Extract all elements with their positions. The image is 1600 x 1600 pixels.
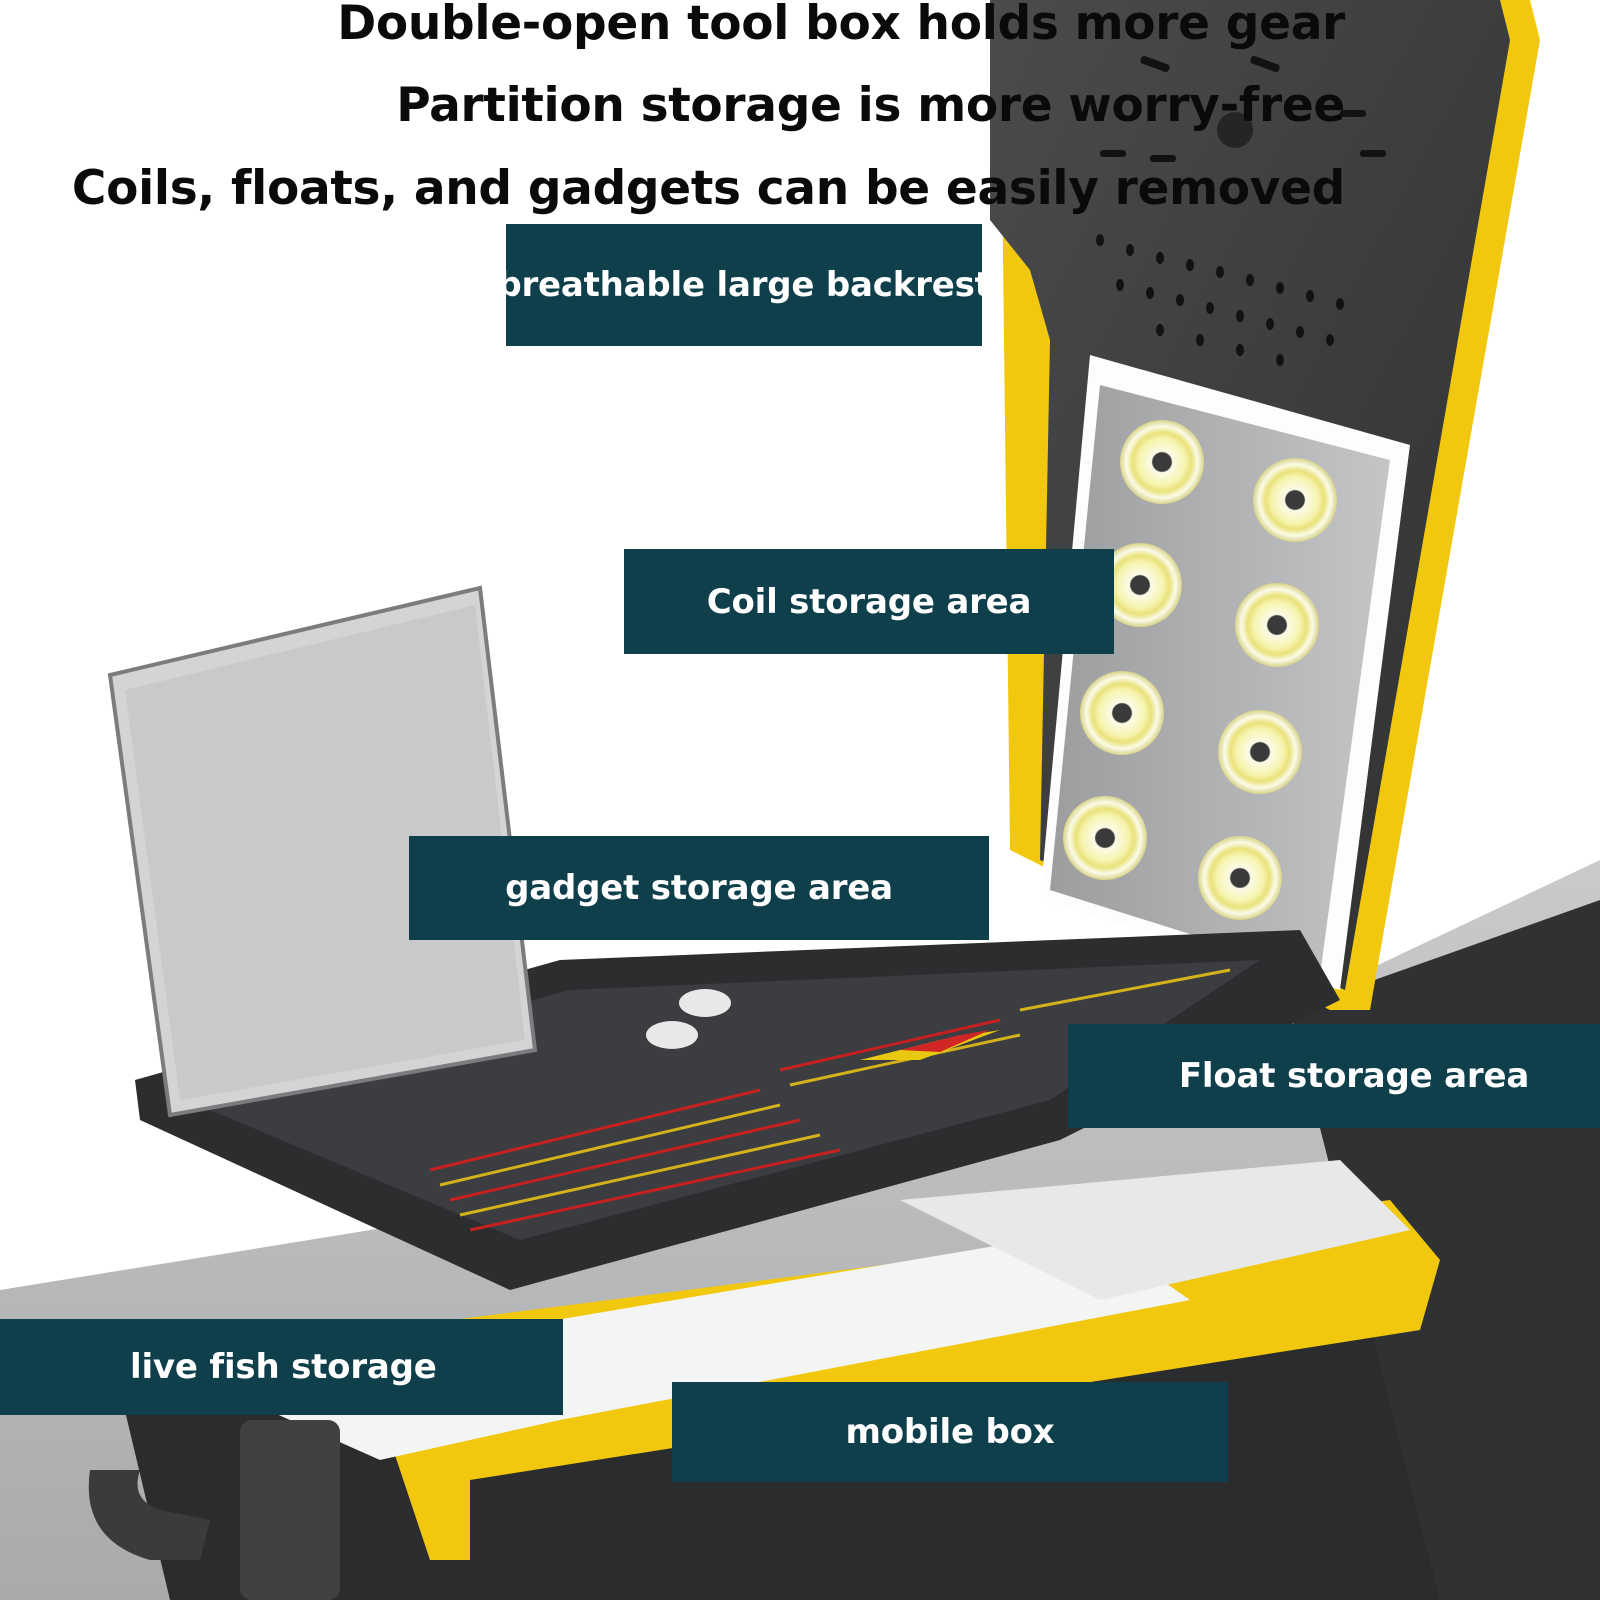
gadget-cup xyxy=(679,989,731,1017)
label-float-storage-area: Float storage area xyxy=(1068,1024,1600,1128)
label-live-fish-storage: live fish storage xyxy=(0,1319,563,1415)
headline-line-2: Partition storage is more worry-free xyxy=(396,78,1345,133)
label-mobile-box: mobile box xyxy=(672,1382,1228,1482)
breathable-holes xyxy=(1096,55,1386,366)
label-gadget-storage-area: gadget storage area xyxy=(409,836,989,940)
gadget-cup xyxy=(646,1021,698,1049)
clear-lid-shade xyxy=(125,605,525,1100)
box-latch xyxy=(240,1420,340,1600)
label-coil-storage-area: Coil storage area xyxy=(624,549,1114,654)
box-handle xyxy=(88,1470,210,1560)
headline-line-1: Double-open tool box holds more gear xyxy=(337,0,1345,51)
coil-spools xyxy=(1063,420,1337,920)
label-breathable-large-backrest: breathable large backrest xyxy=(497,224,991,346)
mobile-box-interior xyxy=(900,1160,1410,1300)
headline-line-3: Coils, floats, and gadgets can be easily… xyxy=(71,161,1345,216)
float-accent-red xyxy=(900,1030,990,1052)
